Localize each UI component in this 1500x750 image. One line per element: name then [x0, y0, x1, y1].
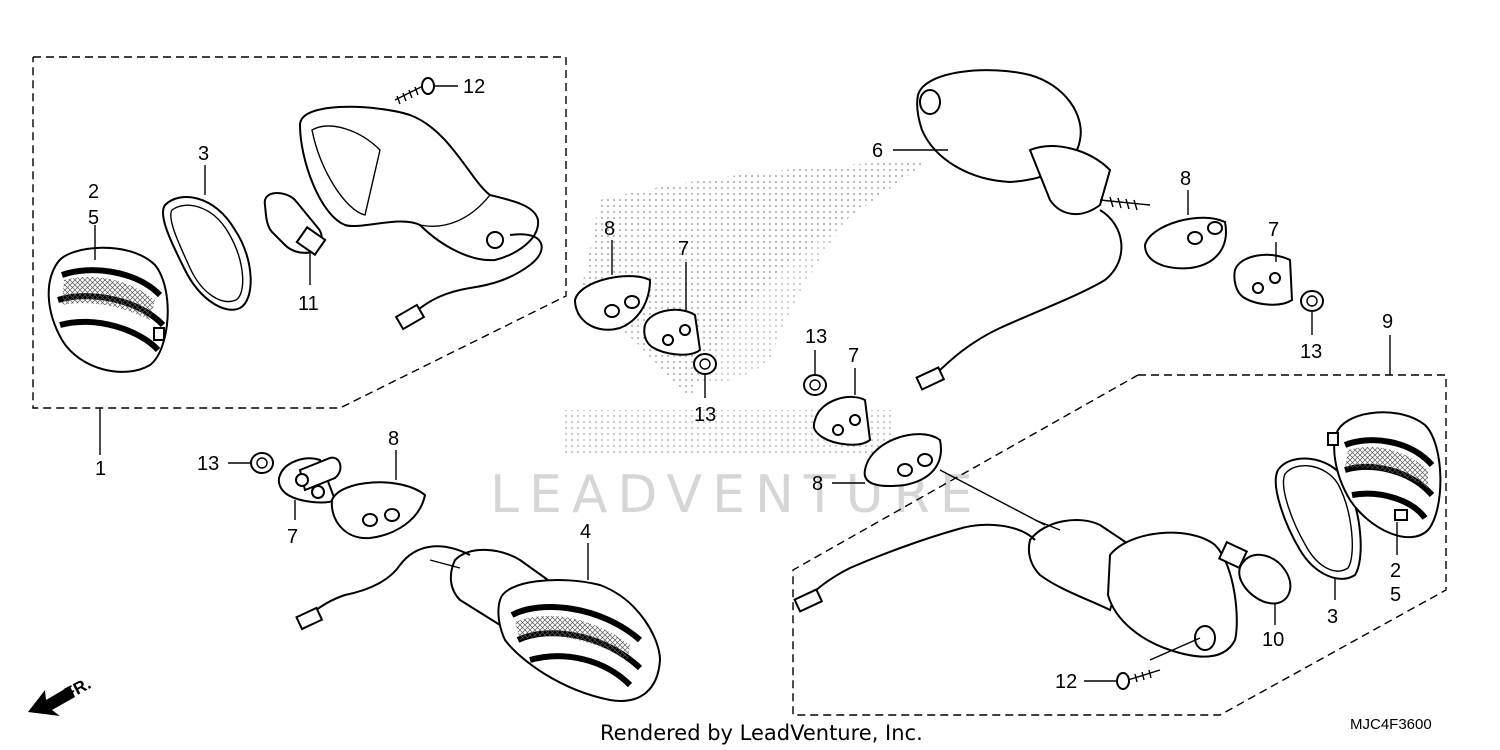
nut-part — [1300, 290, 1324, 312]
lens-part — [47, 246, 169, 373]
bulb-part — [263, 192, 327, 257]
connector-part — [295, 606, 324, 631]
callout-12-right: 12 — [1055, 671, 1077, 693]
callout-5-left: 5 — [88, 207, 99, 229]
rubber-mount-part — [863, 433, 942, 488]
callout-2-left: 2 — [88, 181, 99, 203]
bracket-part — [643, 308, 702, 356]
callout-6: 6 — [872, 140, 883, 162]
callout-7-upper-right: 7 — [1268, 219, 1279, 241]
callout-7-lower-left: 7 — [287, 526, 298, 548]
front-right-turn-signal-group: 13 7 8 4 — [197, 428, 662, 702]
nut-part — [693, 353, 717, 375]
diagram-code: MJC4F3600 — [1350, 716, 1432, 733]
callout-3-left: 3 — [198, 143, 209, 165]
bracket-part — [277, 456, 342, 504]
turn-signal-assembly-part — [916, 69, 1151, 215]
callout-4: 4 — [580, 521, 591, 543]
screw-part — [1116, 669, 1161, 690]
bracket-part — [1233, 253, 1294, 306]
callout-12-left: 12 — [463, 76, 485, 98]
callout-8-center: 8 — [604, 218, 615, 240]
lens-part — [1327, 411, 1442, 539]
front-direction-indicator: FR. — [28, 674, 94, 716]
callout-8-center-right: 8 — [812, 473, 823, 495]
connector-part — [915, 366, 946, 391]
bracket-part — [812, 395, 872, 446]
callout-1: 1 — [95, 458, 106, 480]
callout-8-upper-right: 8 — [1180, 168, 1191, 190]
turn-signal-assembly-part — [1027, 519, 1238, 658]
callout-2-right: 2 — [1390, 560, 1401, 582]
center-mounting-parts: 8 7 13 13 7 8 — [573, 218, 942, 495]
rubber-mount-part — [1143, 216, 1227, 270]
rear-left-turn-signal-group: 6 8 7 13 — [872, 69, 1324, 391]
connector-part — [793, 588, 824, 613]
connector-part — [394, 303, 426, 331]
callout-5-right: 5 — [1390, 584, 1401, 606]
front-left-turn-signal-group: 1 2 5 3 11 — [32, 56, 567, 480]
callout-13-center: 13 — [694, 404, 716, 426]
callout-7-center: 7 — [678, 238, 689, 260]
nut-part — [803, 374, 827, 396]
callout-13-lower-left: 13 — [197, 453, 219, 475]
callout-13-upper-right: 13 — [1300, 341, 1322, 363]
callout-3-right: 3 — [1327, 606, 1338, 628]
rear-right-turn-signal-group: 9 10 3 2 — [792, 311, 1447, 716]
rubber-mount-part — [573, 275, 652, 331]
gasket-part — [161, 196, 252, 311]
bulb-part — [1217, 540, 1292, 605]
callout-8-lower-left: 8 — [388, 428, 399, 450]
callout-11: 11 — [298, 293, 319, 315]
turn-signal-assembly-part — [429, 548, 662, 702]
gasket-part — [1274, 457, 1362, 580]
housing-part — [298, 105, 540, 262]
callout-13-center-right: 13 — [805, 326, 827, 348]
callout-7-center-right: 7 — [848, 345, 859, 367]
screw-part — [394, 77, 435, 105]
rubber-mount-part — [330, 481, 427, 540]
render-credit: Rendered by LeadVenture, Inc. — [600, 721, 923, 745]
callout-10: 10 — [1262, 629, 1284, 651]
nut-part — [250, 452, 274, 474]
callout-9: 9 — [1382, 311, 1393, 333]
